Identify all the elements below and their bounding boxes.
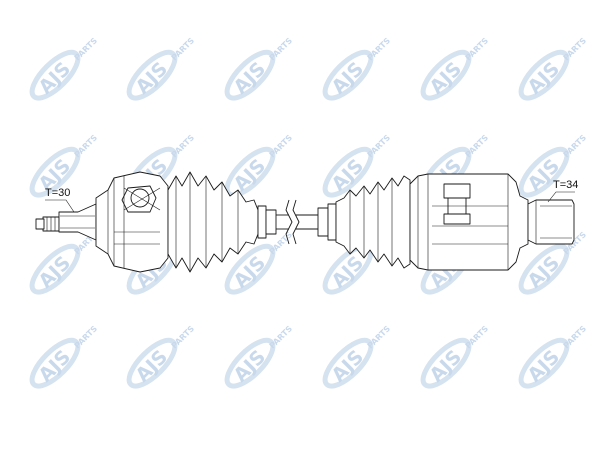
svg-text:PARTS: PARTS <box>73 36 100 63</box>
svg-text:AJS: AJS <box>34 252 75 293</box>
svg-text:PARTS: PARTS <box>562 324 589 351</box>
svg-text:AJS: AJS <box>34 346 75 387</box>
right-joint-housing <box>409 173 529 271</box>
svg-text:PARTS: PARTS <box>464 324 491 351</box>
svg-text:AJS: AJS <box>34 58 75 99</box>
svg-text:AJS: AJS <box>327 346 368 387</box>
svg-text:AJS: AJS <box>523 346 564 387</box>
left-stub-shaft <box>35 203 97 241</box>
right-spline-callout: T=34 <box>547 179 578 203</box>
svg-text:PARTS: PARTS <box>73 133 100 160</box>
svg-text:AJS: AJS <box>229 58 270 99</box>
svg-text:AJS: AJS <box>229 252 270 293</box>
svg-text:AJS: AJS <box>327 252 368 293</box>
main-shaft <box>276 199 318 245</box>
svg-text:AJS: AJS <box>229 155 270 196</box>
right-spline-label: T=34 <box>553 179 578 191</box>
svg-text:PARTS: PARTS <box>366 133 393 160</box>
svg-text:PARTS: PARTS <box>464 133 491 160</box>
svg-text:PARTS: PARTS <box>562 133 589 160</box>
svg-text:PARTS: PARTS <box>170 324 197 351</box>
svg-text:PARTS: PARTS <box>366 36 393 63</box>
left-cv-joint <box>95 171 169 273</box>
svg-text:AJS: AJS <box>425 58 466 99</box>
svg-text:PARTS: PARTS <box>170 133 197 160</box>
left-spline-callout: T=30 <box>45 187 75 213</box>
left-spline-label: T=30 <box>45 187 70 199</box>
svg-text:PARTS: PARTS <box>562 36 589 63</box>
svg-text:PARTS: PARTS <box>268 133 295 160</box>
svg-text:PARTS: PARTS <box>73 324 100 351</box>
right-stub-shaft <box>527 199 575 245</box>
svg-text:PARTS: PARTS <box>170 36 197 63</box>
left-boot <box>167 171 277 273</box>
right-boot <box>317 175 411 269</box>
svg-text:PARTS: PARTS <box>268 36 295 63</box>
svg-text:AJS: AJS <box>131 346 172 387</box>
svg-text:AJS: AJS <box>131 58 172 99</box>
svg-text:PARTS: PARTS <box>268 324 295 351</box>
svg-text:PARTS: PARTS <box>464 36 491 63</box>
svg-text:AJS: AJS <box>229 346 270 387</box>
svg-text:AJS: AJS <box>327 58 368 99</box>
svg-text:AJS: AJS <box>425 346 466 387</box>
svg-text:AJS: AJS <box>523 58 564 99</box>
svg-text:PARTS: PARTS <box>366 324 393 351</box>
svg-text:AJS: AJS <box>523 252 564 293</box>
